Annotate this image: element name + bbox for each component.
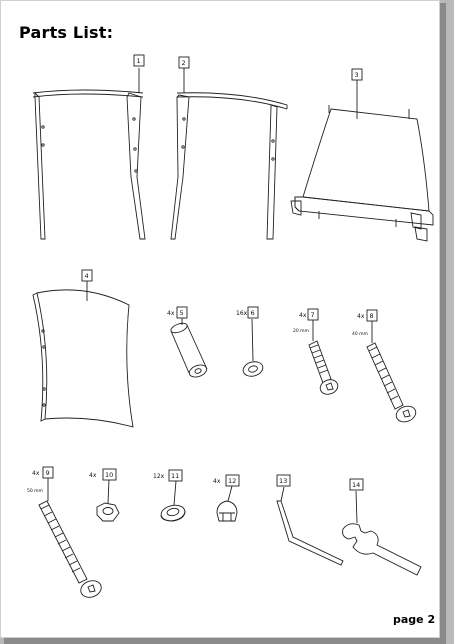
part-7-number: 7 bbox=[311, 311, 315, 319]
part-10-number: 10 bbox=[105, 471, 113, 479]
part-14-number: 14 bbox=[352, 481, 360, 489]
part-13-label: 13 bbox=[276, 474, 291, 487]
part-5-number: 5 bbox=[180, 309, 184, 317]
part-12-acorn-nut bbox=[216, 485, 238, 522]
part-6-quantity: 16x bbox=[236, 310, 248, 317]
part-12-label: 4x 12 bbox=[213, 474, 240, 487]
part-12-quantity: 4x bbox=[213, 478, 221, 485]
part-1-label: 1 bbox=[133, 54, 145, 67]
part-9-number: 9 bbox=[46, 469, 50, 477]
part-5-quantity: 4x bbox=[167, 310, 175, 317]
part-10-label: 4x 10 bbox=[89, 468, 117, 481]
part-4-number: 4 bbox=[85, 272, 89, 280]
part-11-label: 12x 11 bbox=[153, 469, 183, 482]
part-9-label: 4x 9 50 mm bbox=[27, 466, 54, 494]
part-3-label: 3 bbox=[351, 68, 363, 81]
part-3-seat-base bbox=[290, 80, 434, 242]
part-1-frame-left bbox=[32, 68, 146, 240]
part-7-bolt-short bbox=[308, 320, 339, 395]
part-8-quantity: 4x bbox=[357, 313, 365, 320]
part-8-size: 40 mm bbox=[352, 331, 368, 337]
parts-illustration: 1 2 3 bbox=[27, 54, 434, 598]
part-5-label: 4x 5 bbox=[167, 306, 188, 319]
document-page: Parts List: 1 2 bbox=[0, 0, 440, 638]
part-14-wrench bbox=[342, 490, 422, 576]
part-3-number: 3 bbox=[355, 71, 359, 79]
part-11-quantity: 12x bbox=[153, 473, 165, 480]
part-8-label: 4x 8 40 mm bbox=[352, 309, 378, 337]
page-title: Parts List: bbox=[19, 23, 114, 42]
part-10-hex-nut bbox=[96, 478, 120, 522]
part-6-label: 16x 6 bbox=[236, 306, 259, 319]
part-6-number: 6 bbox=[251, 309, 255, 317]
part-4-label: 4 bbox=[81, 269, 93, 282]
part-2-frame-right bbox=[170, 68, 288, 240]
part-13-allen-key bbox=[276, 486, 344, 566]
part-10-quantity: 4x bbox=[89, 472, 97, 479]
part-5-spacer bbox=[170, 318, 208, 378]
part-13-number: 13 bbox=[279, 477, 287, 485]
part-11-number: 11 bbox=[171, 472, 179, 480]
part-7-quantity: 4x bbox=[299, 312, 307, 319]
page-shadow-right bbox=[440, 3, 446, 644]
part-7-label: 4x 7 20 mm bbox=[293, 308, 319, 334]
part-2-label: 2 bbox=[178, 56, 190, 69]
part-4-backrest bbox=[32, 281, 134, 428]
part-11-cap-washer bbox=[160, 480, 186, 522]
page-shadow-bottom bbox=[4, 638, 446, 644]
part-12-number: 12 bbox=[228, 477, 236, 485]
part-1-number: 1 bbox=[137, 57, 141, 65]
part-6-washer bbox=[242, 318, 264, 377]
part-14-label: 14 bbox=[349, 478, 364, 491]
part-8-bolt-medium bbox=[366, 320, 417, 423]
part-9-bolt-long bbox=[38, 478, 102, 598]
part-9-size: 50 mm bbox=[27, 488, 43, 494]
part-8-number: 8 bbox=[370, 312, 374, 320]
page-number: page 2 bbox=[393, 613, 436, 626]
part-7-size: 20 mm bbox=[293, 328, 309, 334]
part-9-quantity: 4x bbox=[32, 470, 40, 477]
part-2-number: 2 bbox=[182, 59, 186, 67]
